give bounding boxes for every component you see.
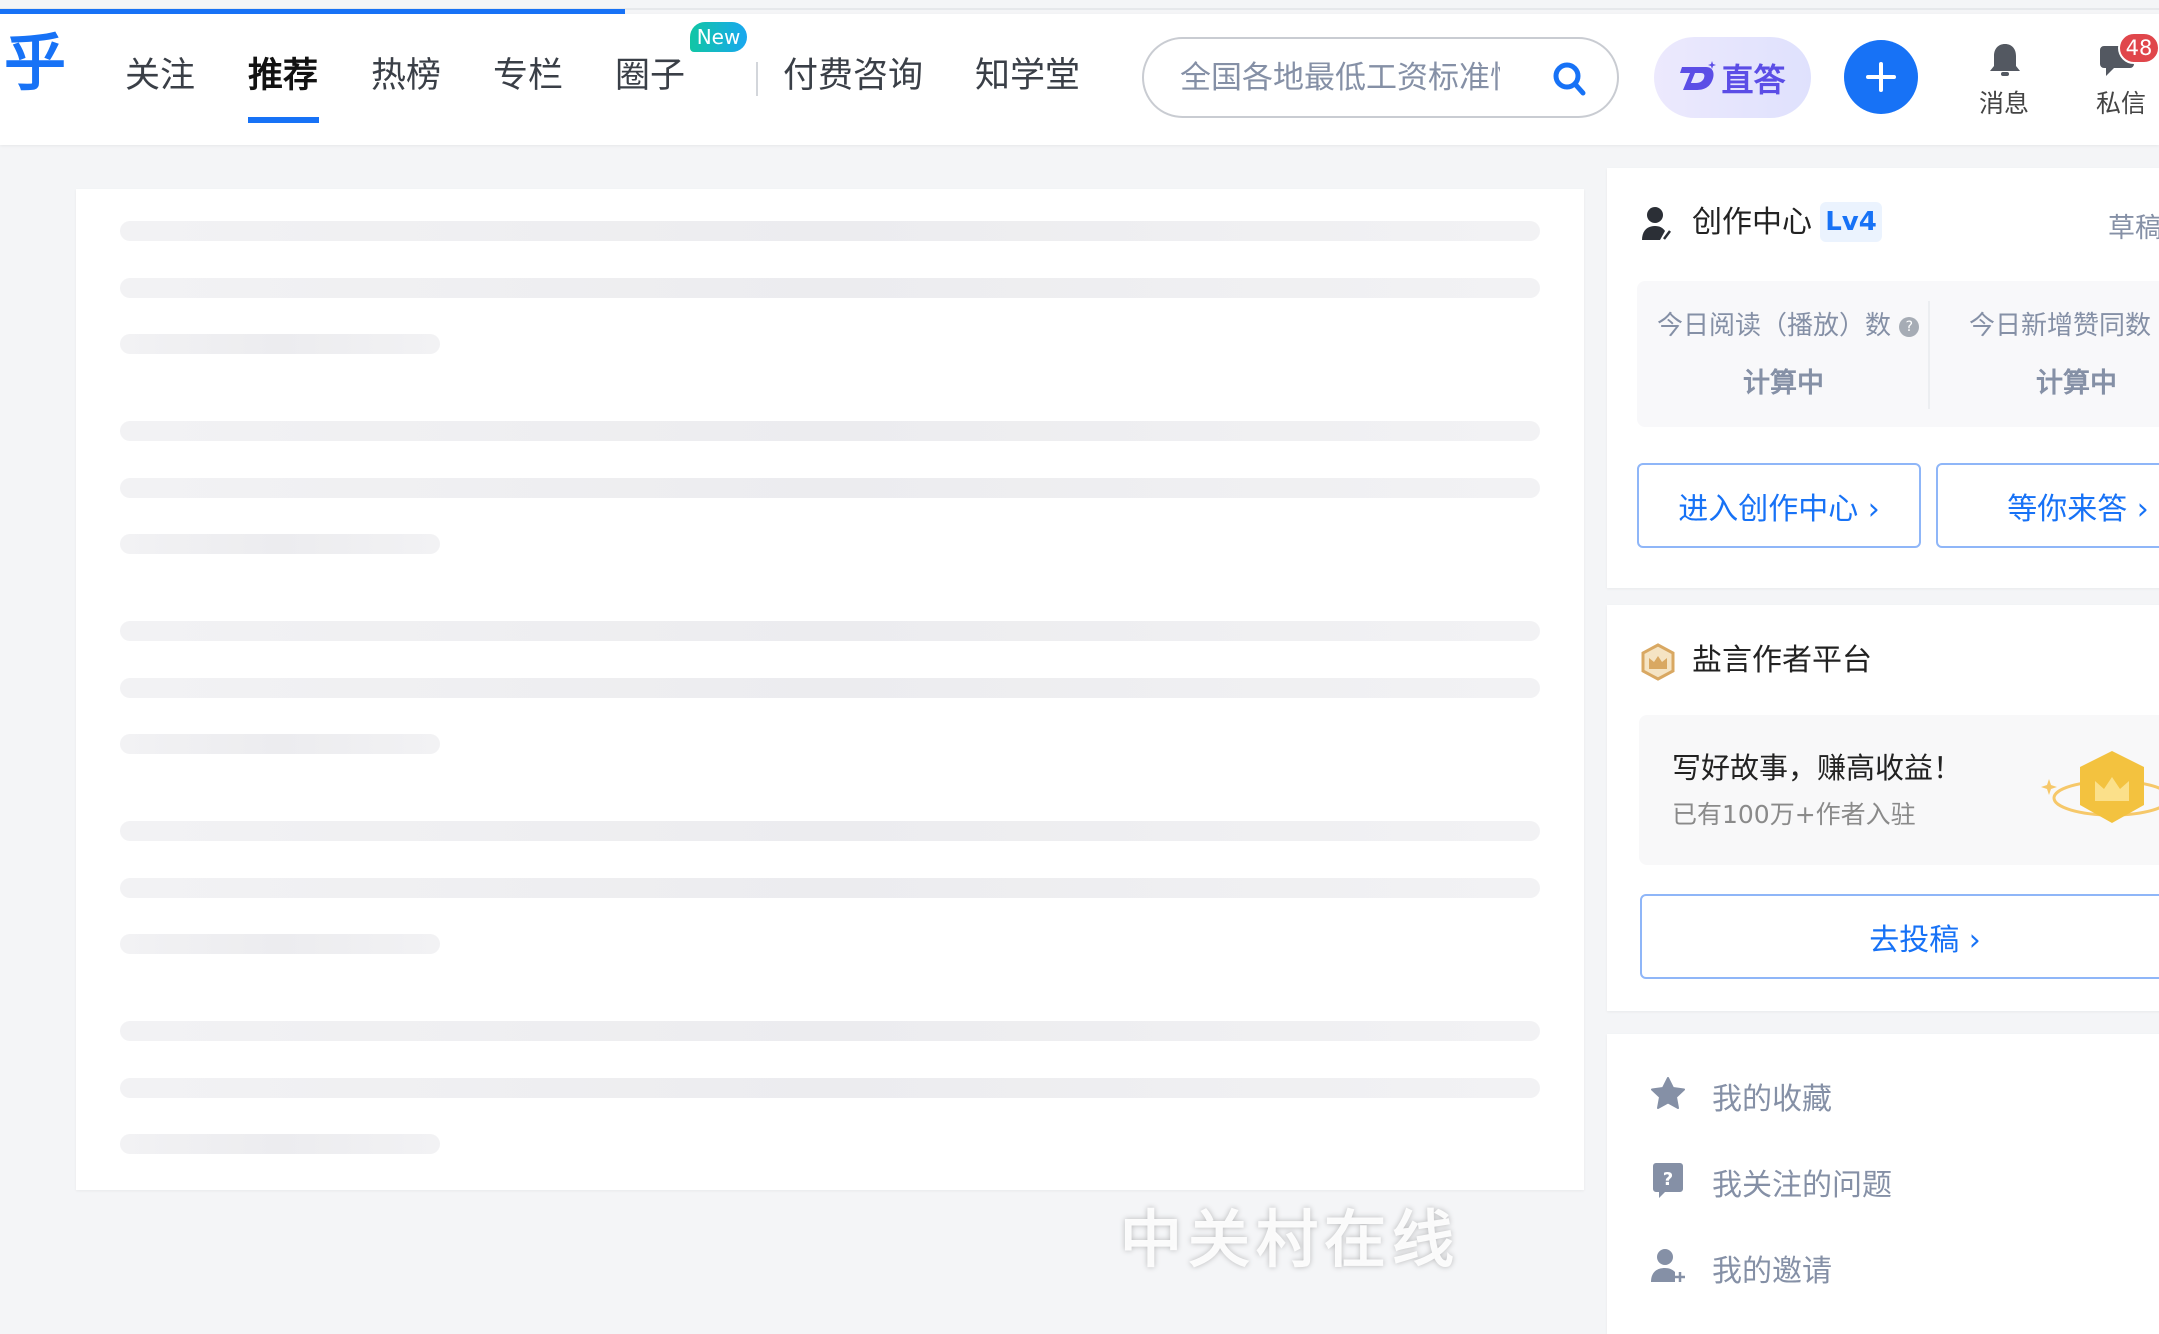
skeleton-line <box>120 334 440 354</box>
nav-zhixuetang[interactable]: 知学堂 <box>975 56 1081 96</box>
yanyan-title: 盐言作者平台 <box>1692 643 1872 678</box>
promo-subtext: 已有100万+作者入驻 <box>1672 800 1916 829</box>
skeleton-line <box>120 934 440 954</box>
stat-reads-text: 今日阅读（播放）数 <box>1657 311 1892 341</box>
skeleton-line <box>120 278 1540 298</box>
svg-text:?: ? <box>1663 1169 1673 1190</box>
creator-center-card: 创作中心 Lv4 草稿 今日阅读（播放）数 ? 计算中 今日新增赞同数 计算中 … <box>1607 168 2159 588</box>
skeleton-line <box>120 878 1540 898</box>
stats-divider <box>1928 301 1930 409</box>
yanyan-author-card: 盐言作者平台 写好故事，赚高收益！ 已有100万+作者入驻 去投稿 › <box>1607 605 2159 1011</box>
bell-icon[interactable] <box>1988 42 2022 78</box>
creator-center-title: 创作中心 <box>1692 205 1812 240</box>
new-badge: New <box>690 22 747 52</box>
create-plus-button[interactable] <box>1844 40 1918 114</box>
skeleton-line <box>120 478 1540 498</box>
skeleton-line <box>120 534 440 554</box>
answer-waiting-button[interactable]: 等你来答 › <box>1936 463 2159 548</box>
drafts-link[interactable]: 草稿 <box>2108 213 2159 244</box>
skeleton-line <box>120 1134 440 1154</box>
zhida-button[interactable]: 直答 <box>1654 37 1811 118</box>
nav-follow[interactable]: 关注 <box>125 56 196 96</box>
submit-manuscript-button[interactable]: 去投稿 › <box>1640 894 2159 979</box>
skeleton-line <box>120 821 1540 841</box>
submit-label: 去投稿 › <box>1869 922 1981 958</box>
zhida-label: 直答 <box>1721 60 1786 99</box>
stats-box: 今日阅读（播放）数 ? 计算中 今日新增赞同数 计算中 <box>1637 281 2159 427</box>
question-icon: ? <box>1653 1163 1683 1198</box>
promo-headline: 写好故事，赚高收益！ <box>1672 751 1963 785</box>
level-badge: Lv4 <box>1820 202 1882 242</box>
nav-hot[interactable]: 热榜 <box>371 56 442 96</box>
menu-my-favorites[interactable]: 我的收藏 <box>1712 1082 1832 1117</box>
skeleton-line <box>120 1078 1540 1098</box>
skeleton-line <box>120 1021 1540 1041</box>
feed-skeleton-card <box>76 189 1584 1190</box>
skeleton-line <box>120 678 1540 698</box>
search-icon[interactable] <box>1550 59 1590 99</box>
my-menu-card: 我的收藏 ? 我关注的问题 我的邀请 <box>1607 1034 2159 1334</box>
dm-label[interactable]: 私信 <box>2096 89 2147 118</box>
stat-reads-label: 今日阅读（播放）数 ? <box>1657 305 1920 342</box>
nav-circle[interactable]: 圈子 <box>615 56 686 96</box>
skeleton-line <box>120 421 1540 441</box>
yanyan-promo: 写好故事，赚高收益！ 已有100万+作者入驻 <box>1639 715 2159 865</box>
watermark-text: 中关村在线 <box>1120 1203 1461 1276</box>
zhida-logo-icon <box>1680 60 1717 90</box>
stat-likes-label: 今日新增赞同数 <box>1969 311 2152 341</box>
loading-progress-bar <box>0 9 625 14</box>
nav-recommend[interactable]: 推荐 <box>248 56 319 96</box>
dm-count-badge: 48 <box>2118 32 2159 64</box>
nav-divider <box>756 62 758 96</box>
search-input[interactable]: 全国各地最低工资标准性 <box>1142 37 1619 118</box>
active-tab-indicator <box>248 117 319 123</box>
creator-icon <box>1642 207 1671 240</box>
skeleton-line <box>120 734 440 754</box>
stat-likes-value: 计算中 <box>2036 368 2117 399</box>
nav-column[interactable]: 专栏 <box>493 56 564 96</box>
stat-reads-value: 计算中 <box>1743 368 1824 399</box>
menu-my-invitations[interactable]: 我的邀请 <box>1712 1254 1832 1289</box>
skeleton-line <box>120 221 1540 241</box>
top-border <box>0 8 2159 10</box>
gold-medal-icon <box>2041 751 2159 823</box>
messages-label[interactable]: 消息 <box>1979 89 2030 118</box>
help-icon[interactable]: ? <box>1899 316 1920 337</box>
invite-icon <box>1651 1249 1685 1282</box>
skeleton-line <box>120 621 1540 641</box>
enter-creator-center-button[interactable]: 进入创作中心 › <box>1637 463 1921 548</box>
zhihu-logo[interactable]: 乎 <box>4 26 67 99</box>
nav-paid-consult[interactable]: 付费咨询 <box>783 56 924 96</box>
menu-followed-questions[interactable]: 我关注的问题 <box>1712 1168 1892 1203</box>
search-placeholder: 全国各地最低工资标准性 <box>1180 60 1500 96</box>
star-icon <box>1651 1077 1685 1109</box>
crown-hex-icon <box>1641 643 1675 681</box>
zol-watermark: 中关村在线 <box>1120 1202 1460 1278</box>
